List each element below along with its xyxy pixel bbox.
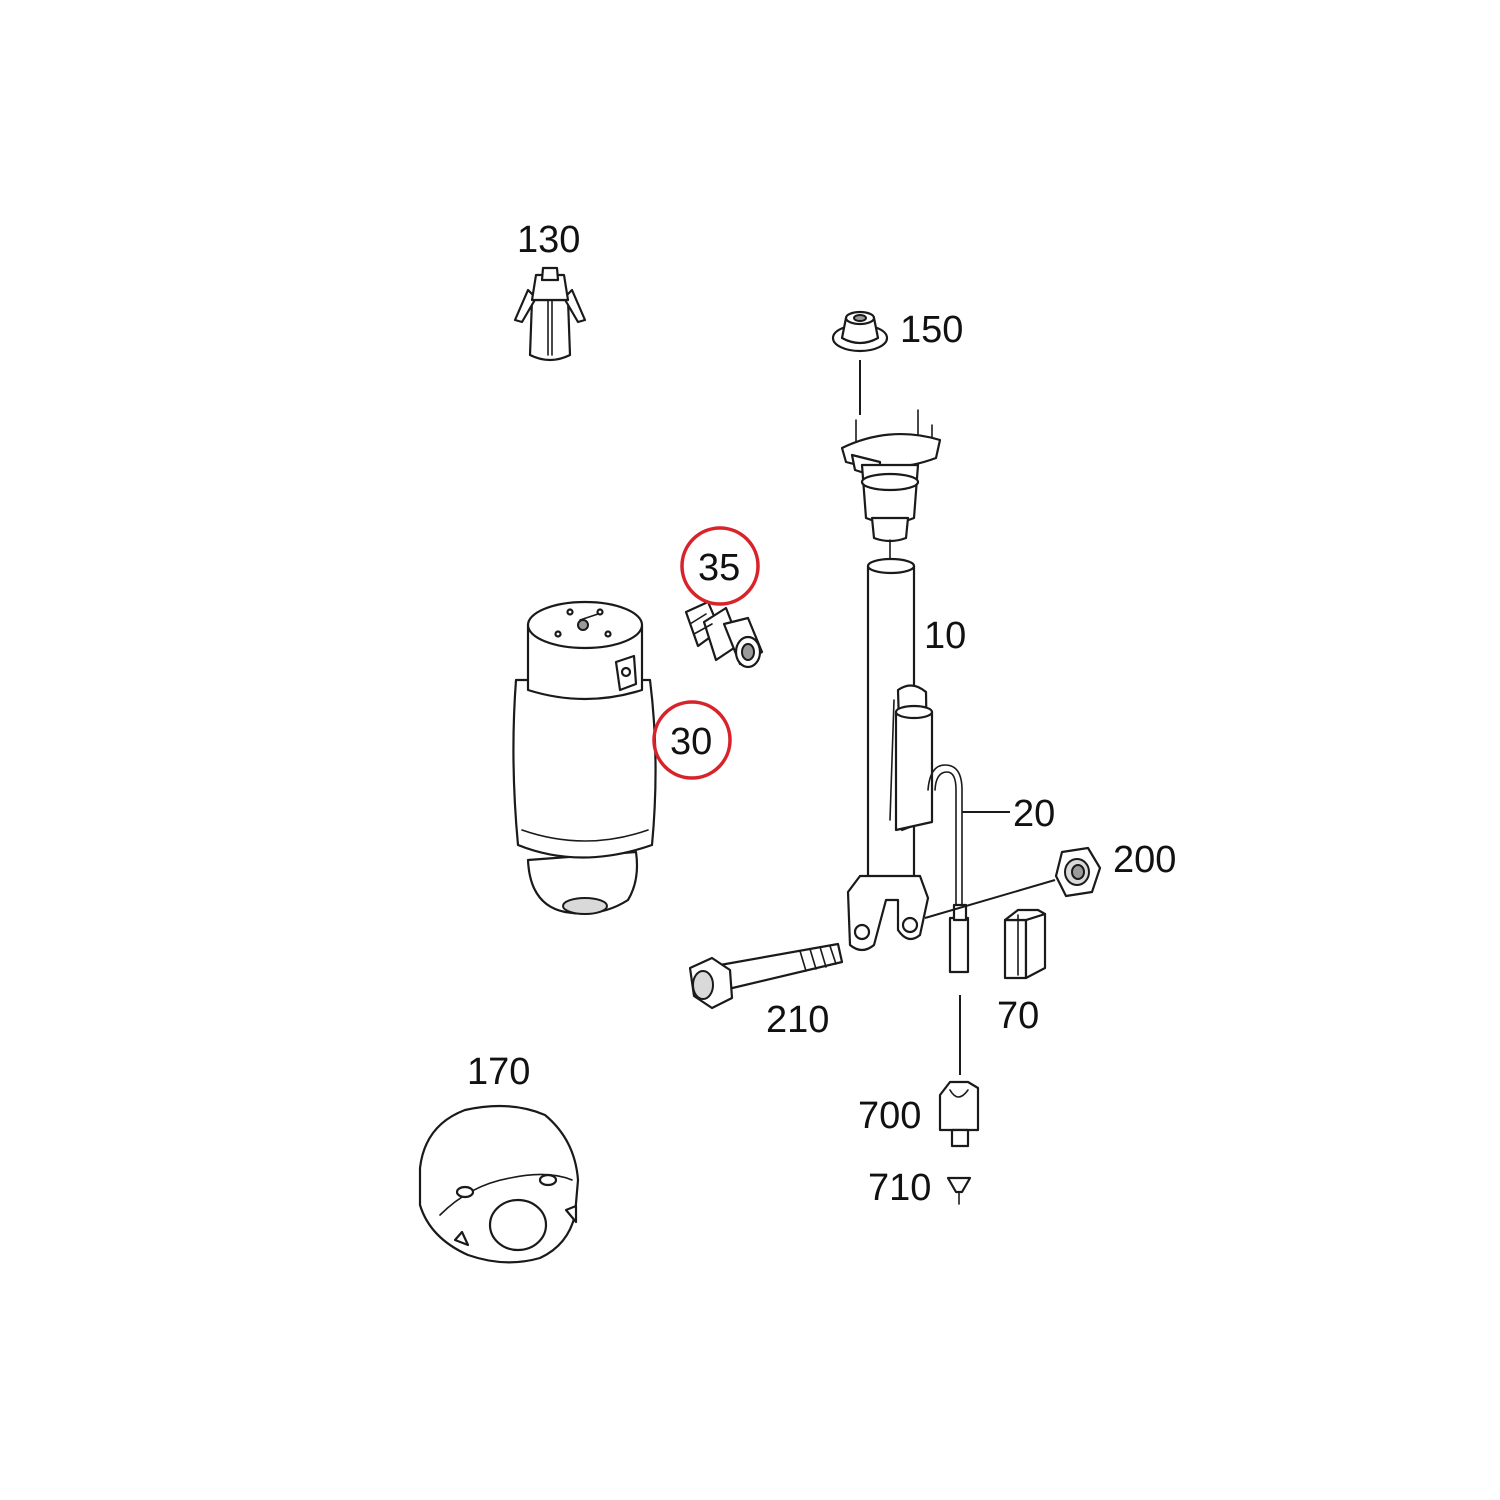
part-170-rubber-mount[interactable] — [418, 1104, 580, 1264]
label-710[interactable]: 710 — [868, 1167, 931, 1209]
part-130-push-clip[interactable] — [513, 266, 587, 362]
part-10-shock-absorber-strut[interactable] — [840, 409, 942, 952]
label-30[interactable]: 30 — [670, 721, 712, 763]
label-210[interactable]: 210 — [766, 999, 829, 1041]
highlight-ring-30 — [652, 700, 732, 780]
part-30-air-spring-bellows[interactable] — [512, 600, 657, 915]
label-170[interactable]: 170 — [467, 1051, 530, 1093]
label-35[interactable]: 35 — [698, 547, 740, 589]
part-700-plug-connector[interactable] — [938, 1080, 980, 1148]
label-20[interactable]: 20 — [1013, 793, 1055, 835]
label-200[interactable]: 200 — [1113, 839, 1176, 881]
label-130[interactable]: 130 — [517, 219, 580, 261]
label-150[interactable]: 150 — [900, 309, 963, 351]
part-20-sensor-cable[interactable] — [927, 764, 1010, 974]
label-10[interactable]: 10 — [924, 615, 966, 657]
part-70-connector-clip[interactable] — [1003, 908, 1047, 980]
label-70[interactable]: 70 — [997, 995, 1039, 1037]
label-700[interactable]: 700 — [858, 1095, 921, 1137]
highlight-ring-35 — [680, 526, 760, 606]
part-710-connector-pin[interactable] — [946, 1176, 972, 1205]
part-200-hex-nut[interactable] — [1054, 846, 1102, 898]
part-35-air-valve-fitting[interactable] — [684, 600, 764, 669]
part-150-flange-nut[interactable] — [831, 310, 889, 415]
part-210-hex-bolt[interactable] — [688, 942, 844, 1010]
